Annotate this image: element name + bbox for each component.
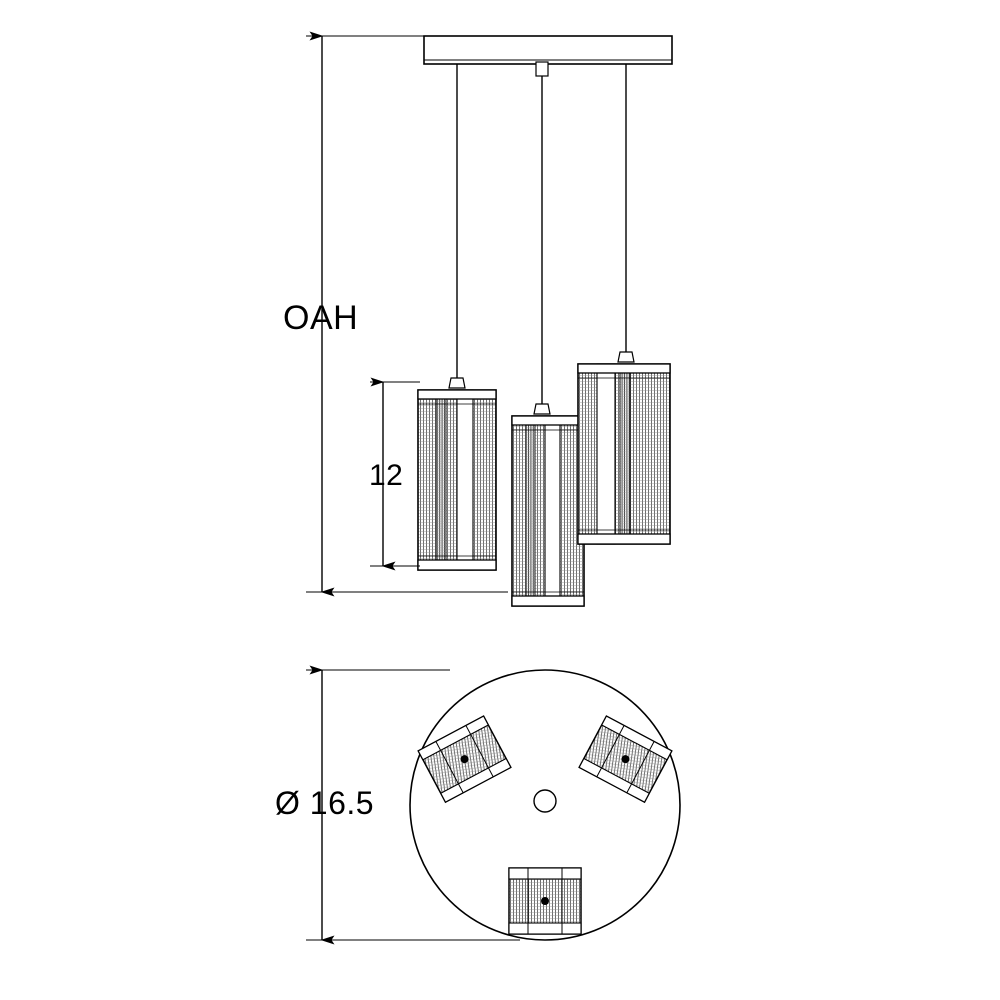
- overall-height-label: OAH: [283, 299, 359, 337]
- shade-footprint-right: [578, 715, 673, 804]
- pendant-shade-center: [511, 403, 585, 607]
- canopy: [423, 35, 673, 65]
- overall-height-dimension: [306, 31, 508, 597]
- canopy-diameter-label: Ø 16.5: [275, 785, 375, 821]
- plan-view: [306, 665, 681, 945]
- canopy-diameter-dimension: [306, 665, 520, 945]
- center-hole: [533, 789, 557, 813]
- pendant-shade-left: [417, 377, 497, 571]
- suspension-cables: [456, 64, 627, 404]
- shade-footprint-bottom: [508, 867, 582, 935]
- shade-height-label: 12: [369, 459, 404, 492]
- pendant-shade-right: [577, 351, 671, 545]
- center-stem-fitting: [535, 61, 549, 77]
- shade-height-dimension: [370, 377, 420, 571]
- shade-footprint-left: [417, 715, 512, 804]
- elevation-view: [306, 31, 673, 607]
